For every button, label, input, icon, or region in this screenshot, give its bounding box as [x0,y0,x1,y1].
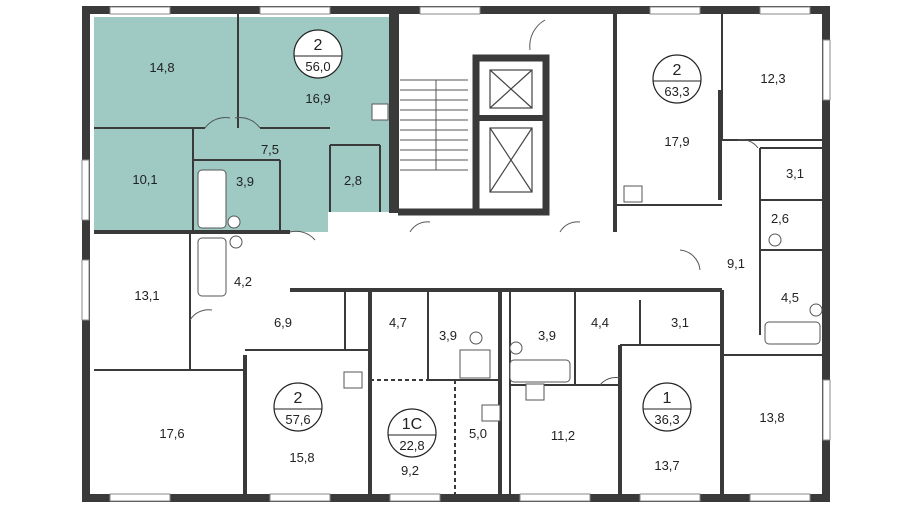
room-area-label: 11,2 [551,428,575,443]
bathtub-icon [509,359,571,383]
sink-icon [525,383,545,401]
room-area-label: 9,1 [727,256,745,271]
window [81,159,90,221]
apartment-total-area: 56,0 [305,59,330,74]
apartment-badge[interactable]: 257,6 [273,382,323,432]
elevator-icon [489,127,533,193]
room-area-label: 3,9 [439,328,457,343]
window [389,493,441,502]
bathtub-icon [764,321,821,345]
doors [189,19,759,386]
apartment-badge-circle [642,382,692,432]
apartment-rooms-count: 2 [673,62,682,79]
apartment-total-area: 36,3 [654,412,679,427]
apartment-badge[interactable]: 136,3 [642,382,692,432]
window [749,493,811,502]
room-area-label: 13,1 [134,288,159,303]
apartment-rooms-count: 1 [663,390,672,407]
room-area-label: 7,5 [261,142,279,157]
windows [81,6,831,502]
apartment-badge[interactable]: 1С 22,8 [387,408,437,458]
room-area-label: 9,2 [401,463,419,478]
toilet-icon [809,303,823,317]
window [419,6,481,15]
elevators [489,69,533,193]
room-area-label: 2,8 [344,173,362,188]
window [822,379,831,441]
room-area-label: 5,0 [469,426,487,441]
staircase-block [389,13,399,213]
room-area-label: 17,9 [664,134,689,149]
room-area-label: 4,7 [389,315,407,330]
room-area-label: 3,1 [786,166,804,181]
elevator-shaft [472,54,550,216]
room-area-label: 13,7 [654,458,679,473]
interior-walls [94,13,822,494]
room-area-label: 2,6 [771,211,789,226]
apartment-badge[interactable]: 263,3 [652,54,702,104]
apartment-badge-circle [273,382,323,432]
fixtures [197,103,823,422]
room-area-label: 4,5 [781,290,799,305]
sink-icon [343,371,363,389]
room-area-label: 3,9 [538,328,556,343]
apartment-badge-circle [387,408,437,458]
room-area-label: 4,4 [591,315,609,330]
window [81,259,90,321]
highlighted-apartment[interactable] [94,17,390,232]
room-area-label: 16,9 [305,91,330,106]
apartment-rooms-count: 2 [314,37,323,54]
bathtub-icon [197,237,227,297]
room-area-label: 3,1 [671,315,689,330]
window [269,493,331,502]
window [519,493,591,502]
apartment-total-area: 22,8 [399,438,424,453]
room-area-label: 6,9 [274,315,292,330]
apartment-total-area: 63,3 [664,84,689,99]
highlighted-apartment-area[interactable] [94,17,390,232]
apartment-badge-circle [652,54,702,104]
shower-icon [459,349,491,379]
room-area-label: 14,8 [149,60,174,75]
window [649,6,701,15]
room-area-label: 17,6 [159,426,184,441]
room-area-label: 3,9 [236,174,254,189]
apartment-badge[interactable]: 256,0 [293,29,343,79]
room-area-label: 12,3 [760,71,785,86]
sink-icon [371,103,389,121]
room-area-label: 10,1 [132,172,157,187]
toilet-icon [227,215,241,229]
window [639,493,701,502]
staircase [400,79,468,171]
window [822,39,831,101]
window [109,6,171,15]
apartment-total-area: 57,6 [285,412,310,427]
toilet-icon [229,235,243,249]
sink-icon [481,404,501,422]
window [759,6,811,15]
toilet-icon [768,233,782,247]
room-area-label: 4,2 [234,274,252,289]
room-area-label: 13,8 [759,410,784,425]
room-area-label: 15,8 [289,450,314,465]
bathtub-icon [197,169,227,229]
window [259,6,331,15]
apartment-rooms-count: 1С [402,416,422,433]
sink-icon [623,185,643,203]
toilet-icon [469,331,483,345]
toilet-icon [509,341,523,355]
apartment-badge-circle [293,29,343,79]
elevator-icon [489,69,533,109]
window [109,493,171,502]
apartment-rooms-count: 2 [294,390,303,407]
